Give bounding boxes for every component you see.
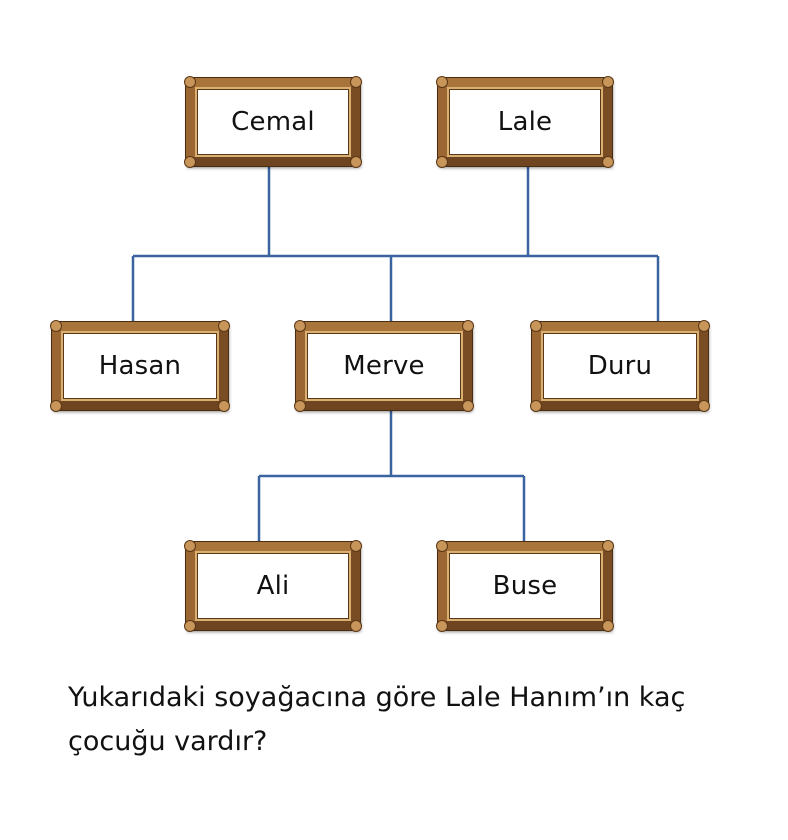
person-frame-buse: Buse bbox=[437, 541, 613, 631]
person-frame-hasan: Hasan bbox=[51, 321, 229, 411]
person-frame-merve: Merve bbox=[295, 321, 473, 411]
person-name-merve: Merve bbox=[343, 351, 425, 381]
person-name-hasan: Hasan bbox=[98, 351, 182, 381]
person-name-lale: Lale bbox=[497, 107, 553, 137]
person-name-cemal: Cemal bbox=[231, 107, 315, 137]
person-frame-ali: Ali bbox=[185, 541, 361, 631]
person-frame-duru: Duru bbox=[531, 321, 709, 411]
question-text: Yukarıdaki soyağacına göre Lale Hanım’ın… bbox=[68, 682, 686, 757]
person-name-duru: Duru bbox=[587, 351, 653, 381]
person-frame-cemal: Cemal bbox=[185, 77, 361, 167]
person-name-ali: Ali bbox=[256, 571, 290, 601]
person-name-buse: Buse bbox=[492, 571, 558, 601]
person-frame-lale: Lale bbox=[437, 77, 613, 167]
